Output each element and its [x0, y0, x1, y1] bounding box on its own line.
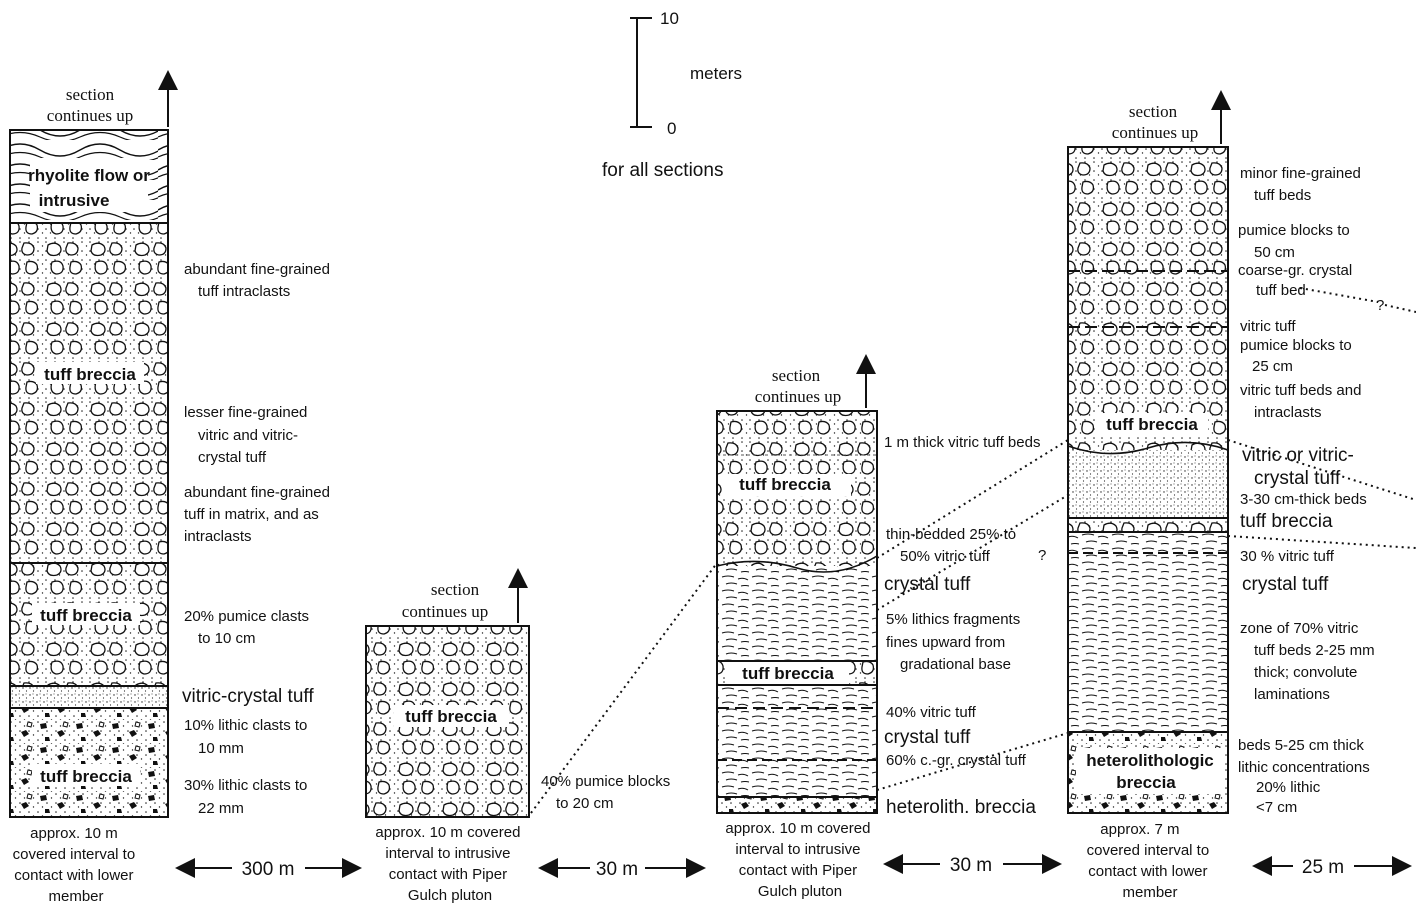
scale-bottom-value: 0 [667, 119, 676, 138]
distance-label: 300 m [242, 859, 295, 880]
annotation: pumice blocks to 25 cm [1240, 337, 1356, 375]
distance-label: 25 m [1302, 857, 1344, 878]
section-continues-label: section [431, 580, 480, 599]
section-continues-label: continues up [47, 106, 133, 125]
annotation: abundant fine-grained tuff in matrix, an… [184, 484, 334, 545]
annotation: 40% pumice blocks to 20 cm [541, 773, 674, 812]
crystal-tuff-unit [717, 566, 877, 661]
rock-label: intrusive [39, 191, 110, 210]
section-column-3: section continues up tuff breccia tuff b… [716, 354, 1040, 900]
rock-label: tuff breccia [1106, 415, 1198, 434]
annotation: crystal tuff [1242, 574, 1329, 595]
annotation: zone of 70% vitric tuff beds 2-25 mm thi… [1240, 620, 1379, 703]
base-note: approx. 7 m covered interval to contact … [1087, 821, 1214, 901]
rock-label: tuff breccia [739, 475, 831, 494]
crystal-tuff-unit [1068, 532, 1228, 732]
annotation: coarse-gr. crystal tuff bed [1238, 262, 1356, 299]
tuff-breccia-unit [1068, 271, 1228, 327]
base-note: approx. 10 m covered interval to intrusi… [375, 824, 524, 904]
section-continues-label: continues up [402, 602, 488, 621]
section-column-2: section continues up tuff breccia 40% pu… [365, 568, 674, 904]
annotation: thin-bedded 25% to 50% vitric tuff [886, 526, 1020, 565]
annotation: vitric or vitric- crystal tuff [1242, 445, 1359, 489]
annotation: 30% lithic clasts to 22 mm [184, 777, 312, 817]
section-continues-label: continues up [1112, 123, 1198, 142]
lithic-tuff-breccia-unit [10, 708, 168, 817]
scale-unit: meters [690, 64, 742, 83]
section-continues-label: section [66, 85, 115, 104]
annotation: pumice blocks to 50 cm [1238, 222, 1354, 261]
annotation: 30 % vitric tuff [1240, 548, 1335, 565]
crystal-tuff-unit [717, 685, 877, 797]
section-continues-label: section [772, 366, 821, 385]
distance-indicators: 300 m 30 m 30 m 25 m [175, 854, 1412, 880]
rock-label: tuff breccia [742, 664, 834, 683]
correlation-lines [530, 287, 1416, 814]
tuff-breccia-unit [1068, 147, 1228, 271]
uncertain-correlation-mark: ? [1038, 547, 1046, 564]
annotation: tuff breccia [1240, 511, 1333, 532]
annotation: lesser fine-grained vitric and vitric- c… [184, 404, 312, 466]
vitric-crystal-tuff-unit [10, 686, 168, 708]
annotation: crystal tuff [884, 727, 971, 748]
annotation: minor fine-grained tuff beds [1240, 165, 1365, 204]
annotation: vitric-crystal tuff [182, 686, 314, 707]
distance-label: 30 m [596, 859, 638, 880]
annotation: vitric tuff beds and intraclasts [1240, 382, 1366, 421]
annotation: 3-30 cm-thick beds [1240, 491, 1367, 508]
rock-label: tuff breccia [405, 707, 497, 726]
rock-label: tuff breccia [40, 767, 132, 786]
tuff-breccia-unit [10, 223, 168, 563]
section-continues-label: continues up [755, 387, 841, 406]
section-column-4: section continues up tuff breccia hetero… [1067, 90, 1379, 901]
annotation: crystal tuff [884, 574, 971, 595]
rock-label: rhyolite flow or [28, 166, 150, 185]
heterolithic-breccia-unit [717, 797, 877, 813]
annotation: 10% lithic clasts to 10 mm [184, 717, 312, 757]
annotation: vitric tuff [1240, 318, 1296, 335]
uncertain-correlation-mark: ? [1376, 297, 1384, 314]
tuff-breccia-bed [1068, 518, 1228, 532]
rock-label: breccia [1116, 773, 1176, 792]
annotation: 20% pumice clasts to 10 cm [184, 608, 313, 647]
scale-top-value: 10 [660, 9, 679, 28]
scale-bar: 10 meters 0 for all sections [602, 9, 742, 181]
distance-label: 30 m [950, 855, 992, 876]
rock-label: heterolithologic [1086, 751, 1214, 770]
annotation: 5% lithics fragments fines upward from g… [886, 611, 1024, 673]
annotation: 60% c.-gr. crystal tuff [886, 752, 1027, 769]
annotation: 1 m thick vitric tuff beds [884, 434, 1040, 451]
section-column-1: section continues up rhyolite flow or in… [9, 70, 334, 905]
vitric-crystal-tuff-unit [1068, 450, 1228, 518]
rock-label: tuff breccia [40, 606, 132, 625]
rock-label: tuff breccia [44, 365, 136, 384]
base-note: approx. 10 m covered interval to intrusi… [725, 820, 874, 900]
annotation: 40% vitric tuff [886, 704, 977, 721]
annotation: beds 5-25 cm thick lithic concentrations… [1238, 737, 1374, 816]
section-continues-label: section [1129, 102, 1178, 121]
annotation: heterolith. breccia [886, 797, 1036, 818]
scale-caption: for all sections [602, 160, 723, 181]
base-note: approx. 10 m covered interval to contact… [13, 825, 140, 905]
annotation: abundant fine-grained tuff intraclasts [184, 261, 334, 300]
